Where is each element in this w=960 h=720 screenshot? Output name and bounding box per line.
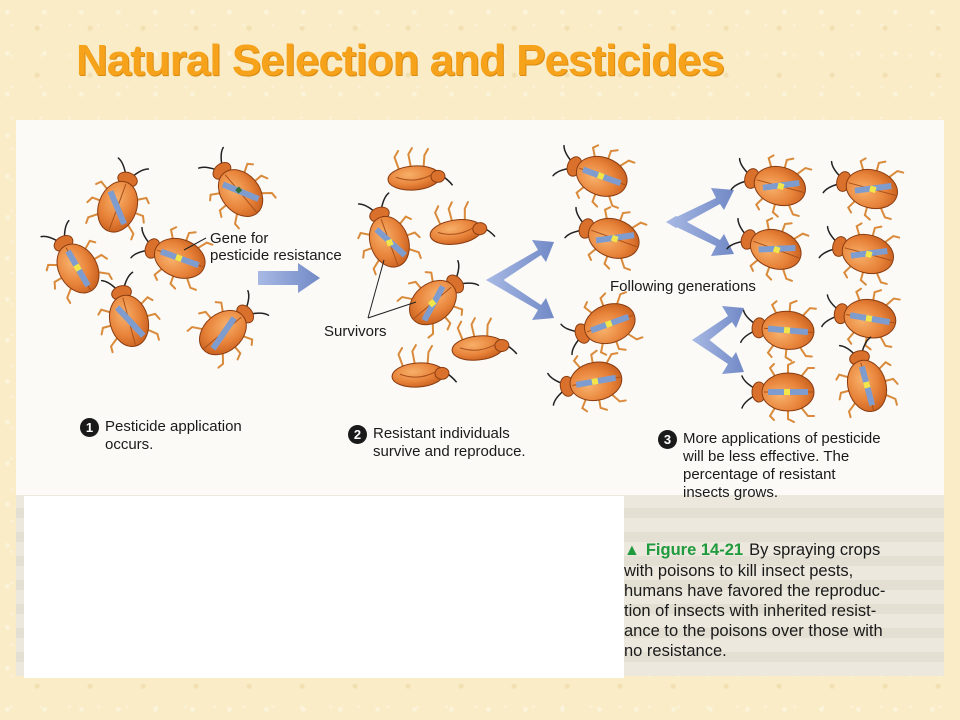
survivor-beetle <box>392 249 489 344</box>
figure-number: Figure 14-21 <box>645 541 744 559</box>
arrow-right <box>258 263 320 293</box>
following-generations-label: Following generations <box>610 278 756 295</box>
pesticide-diagram <box>28 131 906 423</box>
beetle <box>814 212 902 291</box>
beetle <box>555 285 646 369</box>
beetle <box>825 332 904 420</box>
step-number: 2 <box>348 425 367 444</box>
dead-beetle <box>384 144 454 193</box>
survivor-beetle <box>344 187 428 278</box>
beetle <box>28 212 118 307</box>
dead-beetle <box>448 313 519 364</box>
dead-beetle <box>388 341 458 390</box>
beetle <box>187 137 282 234</box>
beetle <box>738 295 818 364</box>
dead-beetle <box>425 196 497 249</box>
fork-arrow <box>692 306 744 374</box>
beetle <box>721 204 812 288</box>
beetle <box>559 193 650 277</box>
beetle <box>726 144 814 223</box>
page-title: Natural Selection and Pesticides <box>76 36 725 85</box>
beetle <box>741 361 815 423</box>
beetle <box>818 147 906 226</box>
blank-cover-box <box>24 496 624 678</box>
survivors-label: Survivors <box>324 323 387 340</box>
beetle <box>818 280 902 354</box>
beetle <box>182 279 279 374</box>
beetle <box>87 267 166 355</box>
beetle-with-gene <box>125 213 216 297</box>
fork-arrow <box>486 240 554 320</box>
step-number: 3 <box>658 430 677 449</box>
beetle <box>544 346 628 420</box>
beetle <box>547 131 638 215</box>
beetle <box>79 152 163 243</box>
triangle-icon: ▲ <box>624 542 640 559</box>
fork-arrow <box>666 188 734 256</box>
step-number: 1 <box>80 418 99 437</box>
